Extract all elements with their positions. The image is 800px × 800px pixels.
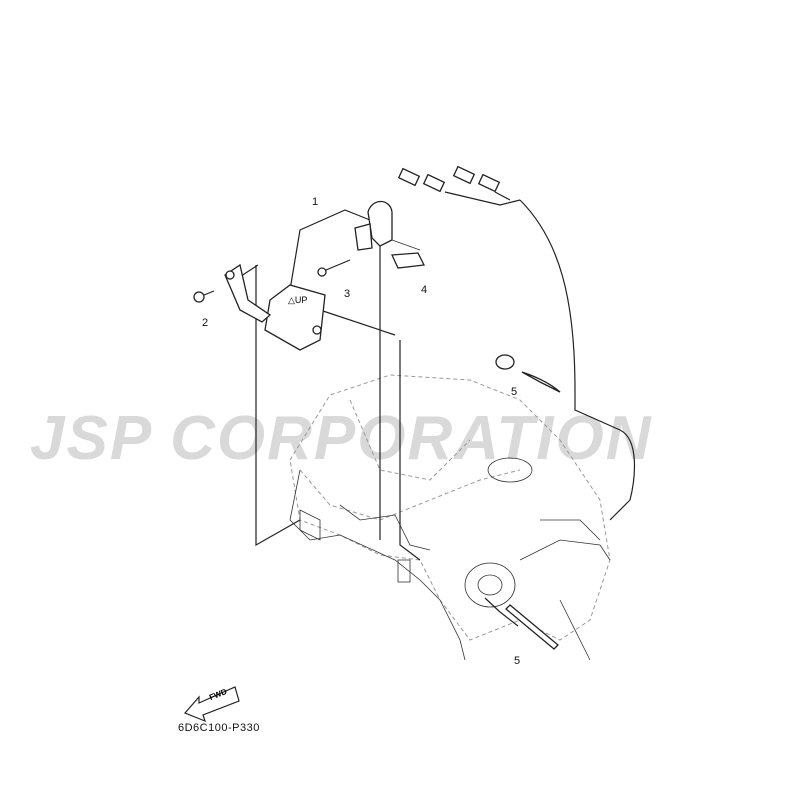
up-label: △UP xyxy=(288,295,307,305)
callout-5-tie: 5 xyxy=(514,655,521,667)
callout-5-clamp: 5 xyxy=(511,386,518,398)
wire-connectors xyxy=(397,165,521,206)
leader-lines xyxy=(234,199,635,561)
callout-3: 3 xyxy=(344,288,351,300)
callout-4: 4 xyxy=(421,284,428,296)
engine-bracket-outline xyxy=(289,374,611,661)
watermark: JSP CORPORATION xyxy=(30,404,653,473)
fwd-arrow-icon xyxy=(183,686,240,723)
part-5-clamp xyxy=(495,354,561,393)
part-1-trim-sensor: △UP xyxy=(224,200,393,351)
part-5-cable-tie xyxy=(484,597,559,650)
callout-2: 2 xyxy=(202,317,209,329)
part-3-screw xyxy=(317,259,351,277)
part-2-bolt xyxy=(193,290,215,303)
part-4-plate xyxy=(391,239,425,269)
callout-1: 1 xyxy=(312,196,319,208)
part-code: 6D6C100-P330 xyxy=(178,722,260,734)
